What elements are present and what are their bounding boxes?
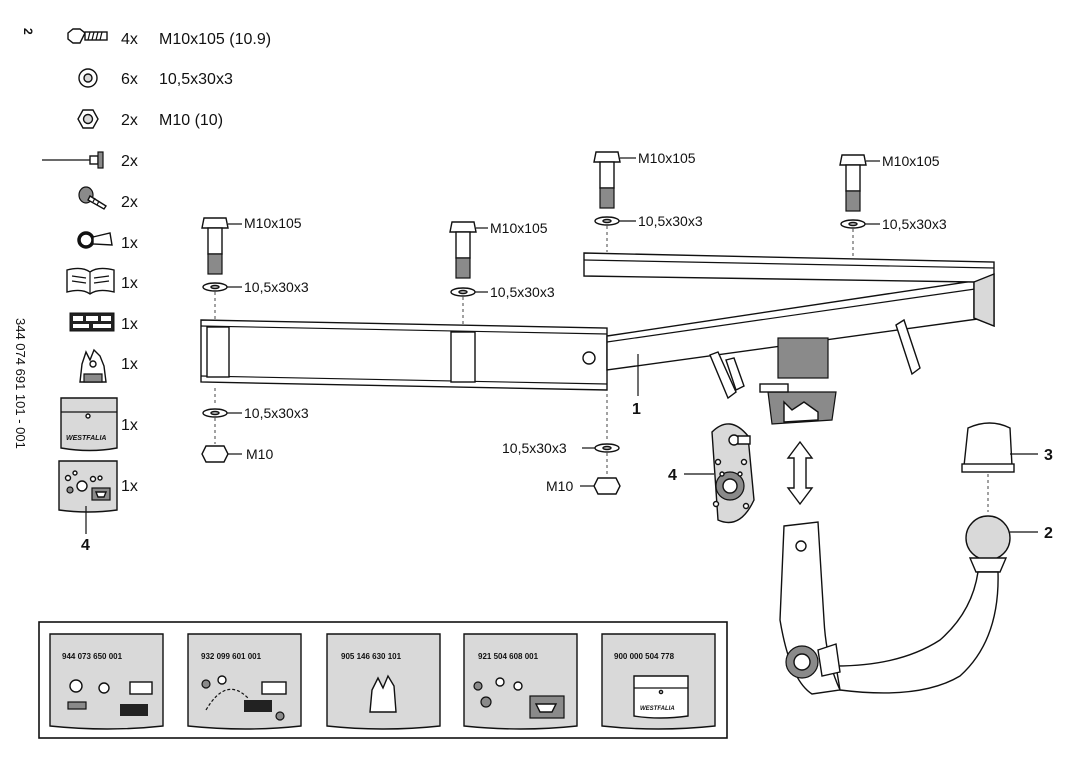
kit-bag: 932 099 601 001 xyxy=(187,633,302,730)
kit-bag: 944 073 650 001 xyxy=(49,633,164,730)
bag-brand: WESTFALIA xyxy=(640,706,675,712)
rivet-icon xyxy=(42,151,104,169)
document-number: 344 074 691 101 - 001 xyxy=(13,318,28,449)
part-qty: 6x xyxy=(121,71,138,88)
callout-socket-plate-2: 4 xyxy=(668,467,677,484)
westfalia-bag-icon: WESTFALIA xyxy=(60,397,118,452)
screw-icon xyxy=(78,186,107,210)
parts-list: 4x M10x105 (10.9) 6x 10,5x30x3 2x M10 (1… xyxy=(42,28,271,554)
kit-bag-number: 921 504 608 001 xyxy=(478,652,539,661)
callout-crossbar: 1 xyxy=(632,401,641,418)
part-qty: 1x xyxy=(121,316,138,333)
hardware-stack-1: M10x105 10,5x30x3 10,5x30x3 M10 xyxy=(201,215,309,463)
kit-bag-number: 944 073 650 001 xyxy=(62,652,123,661)
page-number: 2 xyxy=(21,28,35,35)
kit-bag: 900 000 504 778 WESTFALIA xyxy=(601,633,716,730)
washer-label: 10,5x30x3 xyxy=(638,213,703,229)
label-sticker-icon xyxy=(69,312,115,332)
kit-bag-number: 932 099 601 001 xyxy=(201,652,262,661)
callout-ball-neck: 2 xyxy=(1044,525,1053,542)
clip-icon xyxy=(79,348,107,383)
washer-label: 10,5x30x3 xyxy=(244,279,309,295)
washer-label: 10,5x30x3 xyxy=(882,216,947,232)
kit-bag-number: 905 146 630 101 xyxy=(341,652,402,661)
callout-ball-cover: 3 xyxy=(1044,447,1053,464)
nut-icon xyxy=(77,109,99,129)
part-spec: M10x105 (10.9) xyxy=(159,31,271,48)
washer-label: 10,5x30x3 xyxy=(244,405,309,421)
part-qty: 2x xyxy=(121,112,138,129)
washer-label: 10,5x30x3 xyxy=(490,284,555,300)
bolt-label: M10x105 xyxy=(244,215,302,231)
socket-bag-icon xyxy=(58,460,118,513)
double-arrow-icon xyxy=(786,440,814,506)
kit-bags-panel: 944 073 650 001 932 099 601 001 905 146 … xyxy=(38,621,728,739)
bolt-icon xyxy=(67,28,108,44)
manual-book-icon xyxy=(66,267,115,295)
socket-plate: 4 xyxy=(668,423,755,524)
ball-cover: 3 xyxy=(961,422,1053,512)
part-qty: 4x xyxy=(121,31,138,48)
kit-bag: 921 504 608 001 xyxy=(463,633,578,730)
hardware-stack-2: M10x105 10,5x30x3 xyxy=(449,220,555,326)
kit-bag-number: 900 000 504 778 xyxy=(614,652,675,661)
callout-socket-plate: 4 xyxy=(81,537,90,554)
hardware-stack-3: M10x105 10,5x30x3 10,5x30x3 M10 xyxy=(502,150,703,495)
part-spec: 10,5x30x3 xyxy=(159,71,233,88)
bolt-label: M10x105 xyxy=(638,150,696,166)
part-qty: 1x xyxy=(121,478,138,495)
bolt-label: M10x105 xyxy=(490,220,548,236)
washer-icon xyxy=(78,68,98,88)
key-icon xyxy=(77,231,113,249)
bolt-label: M10x105 xyxy=(882,153,940,169)
nut-label: M10 xyxy=(246,446,273,462)
bag-brand: WESTFALIA xyxy=(66,435,106,442)
part-spec: M10 (10) xyxy=(159,112,223,129)
kit-bag: 905 146 630 101 xyxy=(326,633,441,730)
part-qty: 2x xyxy=(121,194,138,211)
part-qty: 1x xyxy=(121,356,138,373)
part-qty: 1x xyxy=(121,235,138,252)
nut-label: M10 xyxy=(546,478,573,494)
ball-neck: 2 xyxy=(779,515,1053,695)
part-qty: 1x xyxy=(121,275,138,292)
part-qty: 1x xyxy=(121,417,138,434)
crossbar-assembly: 1 xyxy=(200,252,995,425)
washer-label: 10,5x30x3 xyxy=(502,440,567,456)
part-qty: 2x xyxy=(121,153,138,170)
hardware-stack-4: M10x105 10,5x30x3 xyxy=(839,153,947,258)
